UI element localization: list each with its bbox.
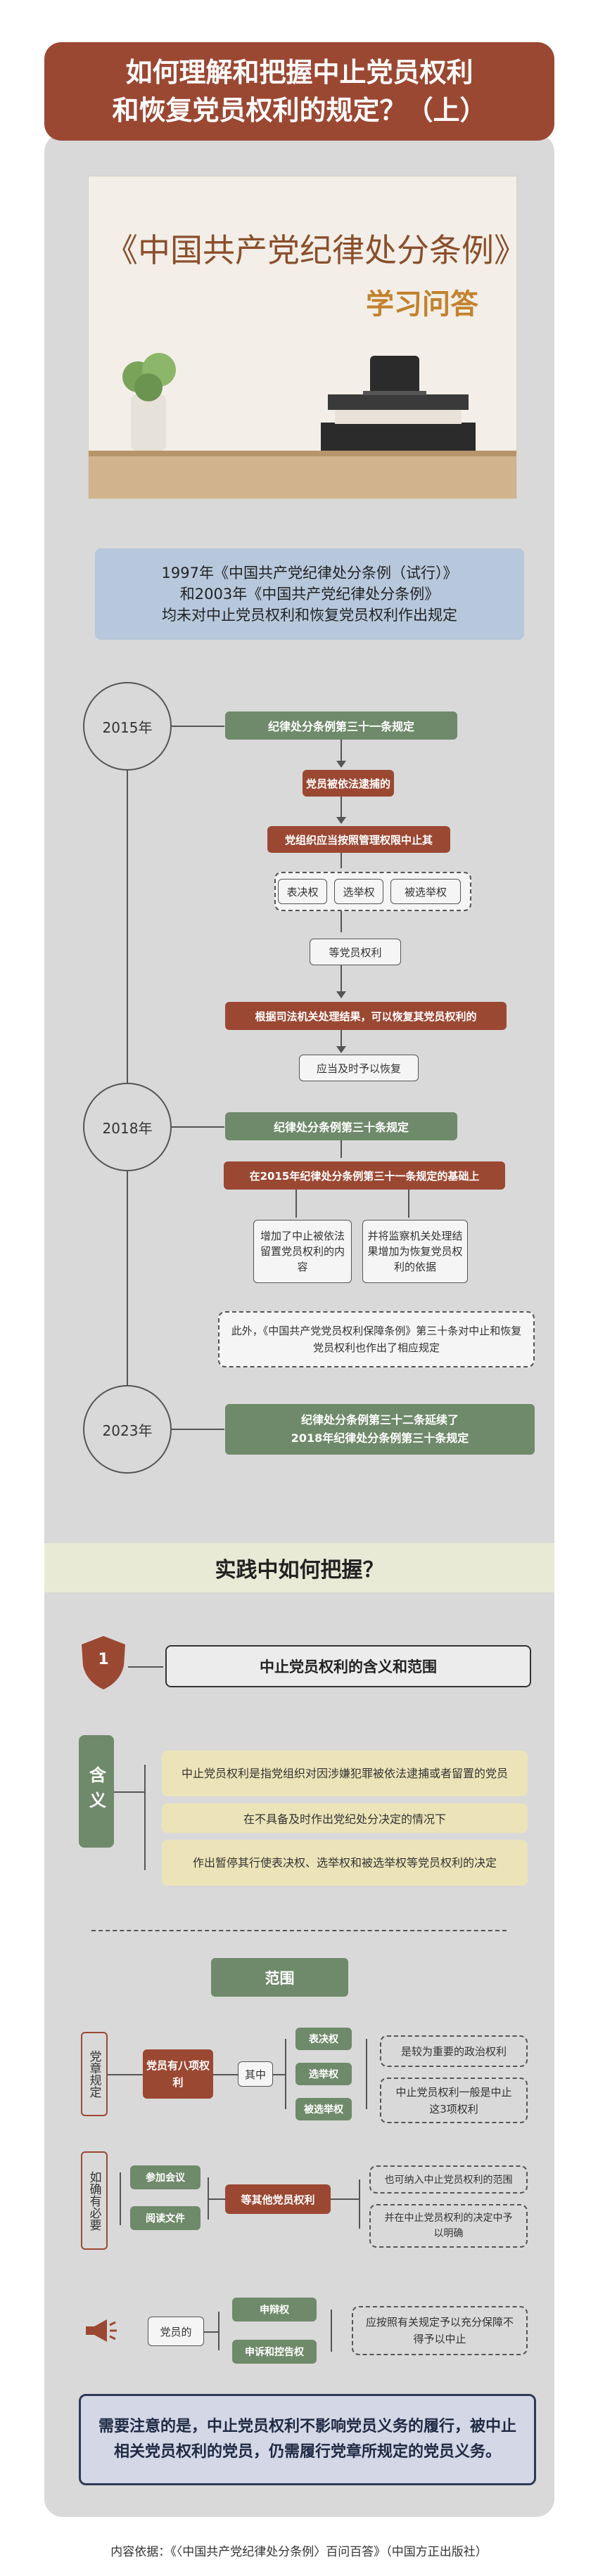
added-detention: 增加了中止被依法留置党员权利的内容 <box>253 1220 352 1283</box>
participate-bracket <box>120 2172 121 2225</box>
intro-line-3: 均未对中止党员权利和恢复党员权利作出规定 <box>162 607 457 624</box>
scope-right-be-elected: 被选举权 <box>295 2098 352 2120</box>
basis-2018: 在2015年纪律处分条例第三十一条规定的基础上 <box>224 1161 505 1190</box>
flow-line <box>341 797 342 820</box>
flow-line <box>408 1190 409 1218</box>
connector-2018 <box>172 1126 224 1128</box>
other-connector <box>331 2198 359 2200</box>
source-citation: 内容依据：《〈中国共产党纪律处分条例〉百问百答》（中国方正出版社） <box>110 2545 488 2559</box>
rights-bracket-right <box>366 2039 367 2109</box>
practice-section-title: 实践中如何把握？ <box>44 1543 554 1592</box>
megaphone-icon <box>86 2319 117 2342</box>
arrow-down-icon <box>336 1046 346 1053</box>
connector-2023 <box>172 1429 224 1430</box>
eight-rights: 党员有八项权利 <box>143 2049 213 2099</box>
step-restore-condition: 根据司法机关处理结果，可以恢复其党员权利的 <box>225 1002 507 1030</box>
intro-line-2: 和2003年《中国共产党纪律处分条例》 <box>179 586 440 603</box>
scope-right-vote: 表决权 <box>295 2028 352 2050</box>
scope-right-elect: 选举权 <box>295 2063 352 2085</box>
title-line-2: 和恢复党员权利的规定？（上） <box>112 95 487 126</box>
arrow-down-icon <box>336 761 346 768</box>
other-bracket <box>359 2179 360 2229</box>
heading-connector <box>128 1666 163 1668</box>
hero-image <box>88 176 517 499</box>
added-basis: 并将监察机关处理结果增加为恢复党员权利的依据 <box>362 1220 468 1283</box>
meaning-item-1: 中止党员权利是指党组织对因涉嫌犯罪被依法逮捕或者留置的党员 <box>162 1751 528 1796</box>
arrow-down-icon <box>336 817 346 824</box>
shield-icon <box>82 1636 125 1689</box>
protection-note: 此外，《中国共产党党员权利保障条例》第三十条对中止和恢复党员权利也作出了相应规定 <box>218 1311 535 1367</box>
page-title: 如何理解和把握中止党员权利 和恢复党员权利的规定？（上） <box>44 42 554 141</box>
meaning-item-3: 作出暂停其行使表决权、选举权和被选举权等党员权利的决定 <box>162 1840 528 1886</box>
section-number: 1 <box>98 1650 109 1668</box>
meaning-label: 含义 <box>79 1735 114 1848</box>
other-rights: 等其他党员权利 <box>225 2184 331 2214</box>
connector-2015 <box>172 726 224 727</box>
divider <box>91 1930 507 1931</box>
scope-title: 范围 <box>211 1958 348 1997</box>
right-vote: 表决权 <box>278 879 327 904</box>
flow-line <box>341 911 342 932</box>
hero-subtitle: 学习问答 <box>366 288 478 321</box>
step-arrested: 党员被依法逮捕的 <box>303 770 394 797</box>
intro-box: 1997年《中国共产党纪律处分条例（试行）》 和2003年《中国共产党纪律处分条… <box>95 548 524 640</box>
charter-connector <box>108 2074 143 2075</box>
among-label: 其中 <box>238 2061 273 2087</box>
flow-line <box>295 1190 297 1218</box>
article-2015: 纪律处分条例第三十一条规定 <box>225 711 457 740</box>
step-other-rights: 等党员权利 <box>310 939 401 965</box>
appeal-bracket <box>331 2310 332 2352</box>
charter-label: 党章规定 <box>81 2032 108 2116</box>
article-2023-line-1: 纪律处分条例第三十二条延续了 <box>300 1413 459 1427</box>
right-appeal: 申诉和控告权 <box>232 2340 317 2364</box>
title-line-1: 如何理解和把握中止党员权利 <box>125 57 473 88</box>
flow-line <box>341 740 342 764</box>
flow-line <box>341 853 342 868</box>
may-include-note: 也可纳入中止党员权利的范围 <box>369 2165 528 2194</box>
flow-line <box>341 1030 342 1050</box>
appeal-note: 应按照有关规定予以充分保障不得予以中止 <box>352 2306 528 2355</box>
year-2018-circle: 2018年 <box>83 1083 172 1171</box>
if-needed-label: 如确有必要 <box>81 2151 108 2250</box>
year-2023-circle: 2023年 <box>83 1385 172 1474</box>
meaning-item-2: 在不具备及时作出党纪处分决定的情况下 <box>162 1803 528 1833</box>
right-defend: 申辩权 <box>232 2298 317 2321</box>
suspend-note: 中止党员权利一般是中止这3项权利 <box>380 2078 528 2123</box>
meaning-heading: 中止党员权利的含义和范围 <box>165 1645 531 1687</box>
bracket-connector <box>273 2074 285 2075</box>
among-connector <box>213 2074 238 2075</box>
final-note: 需要注意的是，中止党员权利不影响党员义务的履行，被中止相关党员权利的党员，仍需履… <box>79 2394 536 2485</box>
intro-line-1: 1997年《中国共产党纪律处分条例（试行）》 <box>161 565 458 581</box>
flow-line <box>341 965 342 995</box>
attend-meeting: 参加会议 <box>130 2165 201 2189</box>
participate-connector <box>208 2198 225 2200</box>
flow-line <box>341 1140 342 1158</box>
year-2015-circle: 2015年 <box>83 682 172 771</box>
hero-title: 《中国共产党纪律处分条例》 <box>106 231 526 269</box>
arrow-down-icon <box>336 991 346 998</box>
desk-illustration <box>89 176 516 498</box>
article-2018: 纪律处分条例第三十条规定 <box>225 1112 457 1140</box>
article-2023-line-2: 2018年纪律处分条例第三十条规定 <box>291 1431 469 1445</box>
right-be-elected: 被选举权 <box>390 879 461 904</box>
article-2023: 纪律处分条例第三十二条延续了 2018年纪律处分条例第三十条规定 <box>225 1404 535 1455</box>
members-bracket <box>218 2312 220 2350</box>
read-documents: 阅读文件 <box>130 2206 201 2230</box>
year-2015-label: 2015年 <box>102 719 153 736</box>
year-2023-label: 2023年 <box>102 1422 153 1439</box>
step-restore: 应当及时予以恢复 <box>299 1055 419 1081</box>
bracket-line <box>144 1765 146 1870</box>
bracket-connector <box>114 1791 144 1793</box>
year-2018-label: 2018年 <box>102 1119 153 1137</box>
rights-bracket <box>285 2039 286 2109</box>
right-elect: 选举权 <box>334 879 383 904</box>
step-suspend: 党组织应当按照管理权限中止其 <box>267 826 450 853</box>
members-connector <box>204 2331 218 2333</box>
important-note: 是较为重要的政治权利 <box>380 2035 528 2067</box>
members-label: 党员的 <box>148 2317 204 2346</box>
clarify-note: 并在中止党员权利的决定中予以明确 <box>369 2204 528 2248</box>
